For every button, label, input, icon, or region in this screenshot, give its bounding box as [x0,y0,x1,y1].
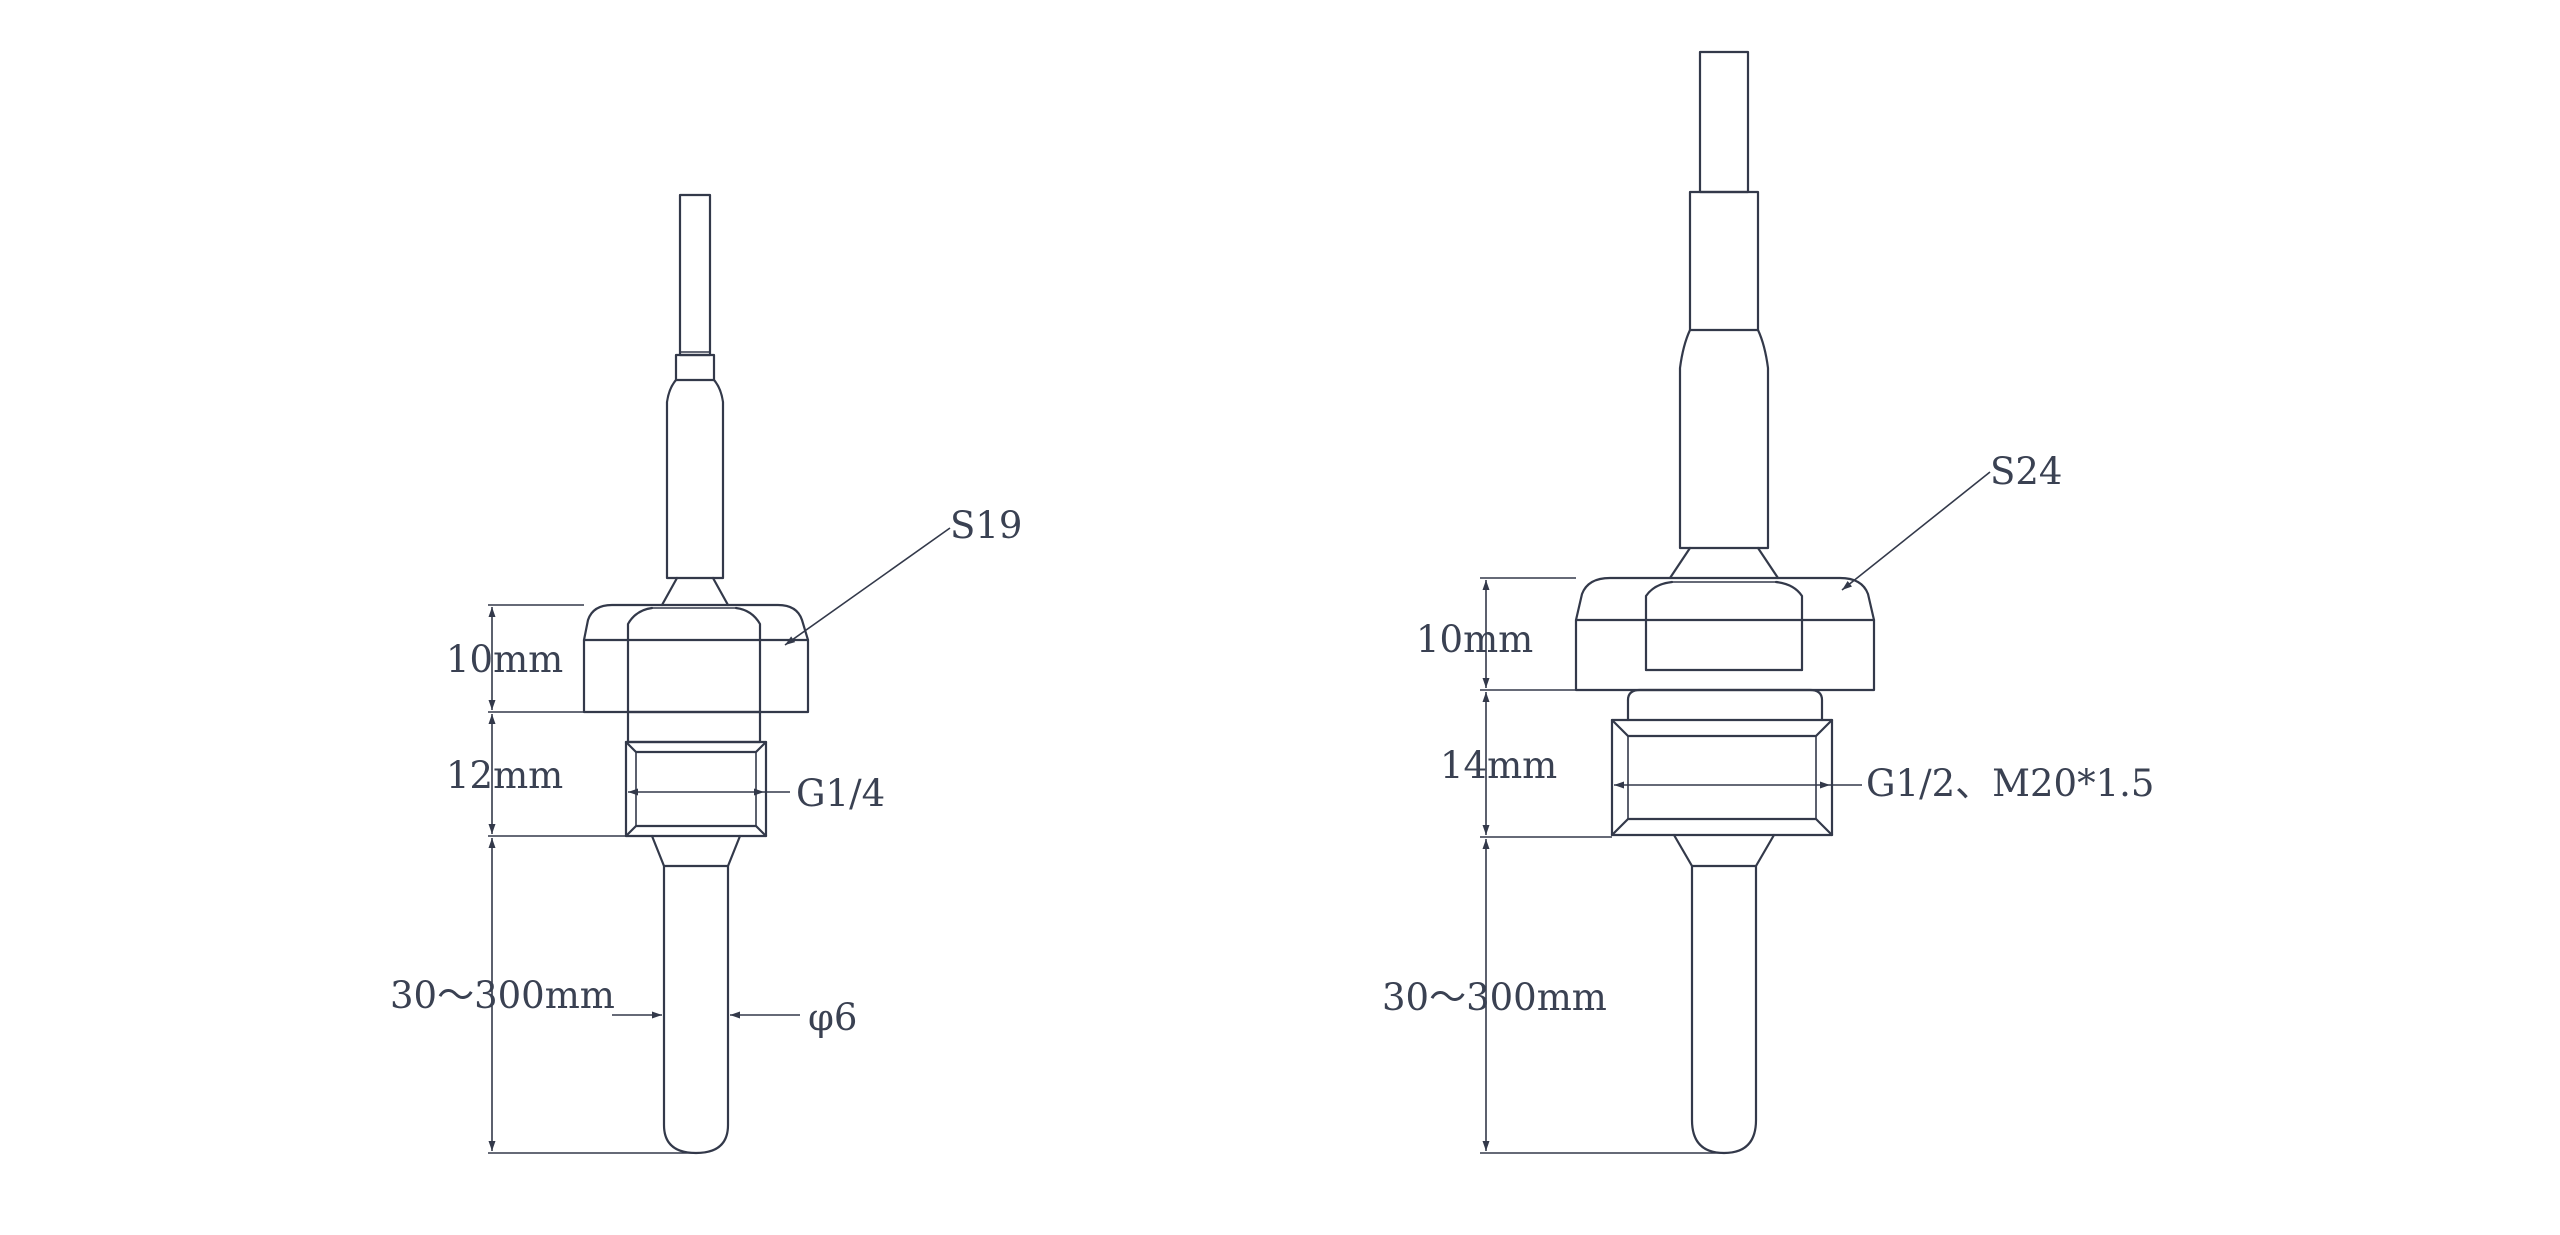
right-thread [1610,688,1834,837]
right-hex-leader [1841,471,1991,591]
left-probe [650,834,742,1155]
right-hex-height-label: 10mm [1416,618,1533,661]
left-hex-size-label: S19 [950,504,1022,547]
left-dimensions [488,604,800,1154]
right-cable [1668,50,1780,580]
left-thread-label: G1/4 [796,772,885,815]
left-cable [660,193,730,607]
left-thread-length-label: 12mm [446,754,563,797]
left-sensor-drawing: S19 10mm 12mm G1/4 30～300mm φ6 [390,193,1022,1155]
right-dimensions [1480,577,1862,1154]
left-probe-length-label: 30～300mm [390,974,615,1017]
right-probe [1672,833,1776,1155]
left-probe-diameter-label: φ6 [808,996,857,1039]
right-hex-nut [1574,576,1876,692]
left-thread [624,710,768,838]
left-hex-nut [582,603,810,714]
right-sensor-drawing: S24 10mm 14mm G1/2、M20*1.5 30～300mm [1382,50,2154,1155]
right-thread-label: G1/2、M20*1.5 [1866,762,2154,805]
left-hex-height-label: 10mm [446,638,563,681]
right-hex-size-label: S24 [1990,450,2062,493]
left-hex-leader [784,527,951,646]
right-probe-length-label: 30～300mm [1382,976,1607,1019]
right-thread-length-label: 14mm [1440,744,1557,787]
